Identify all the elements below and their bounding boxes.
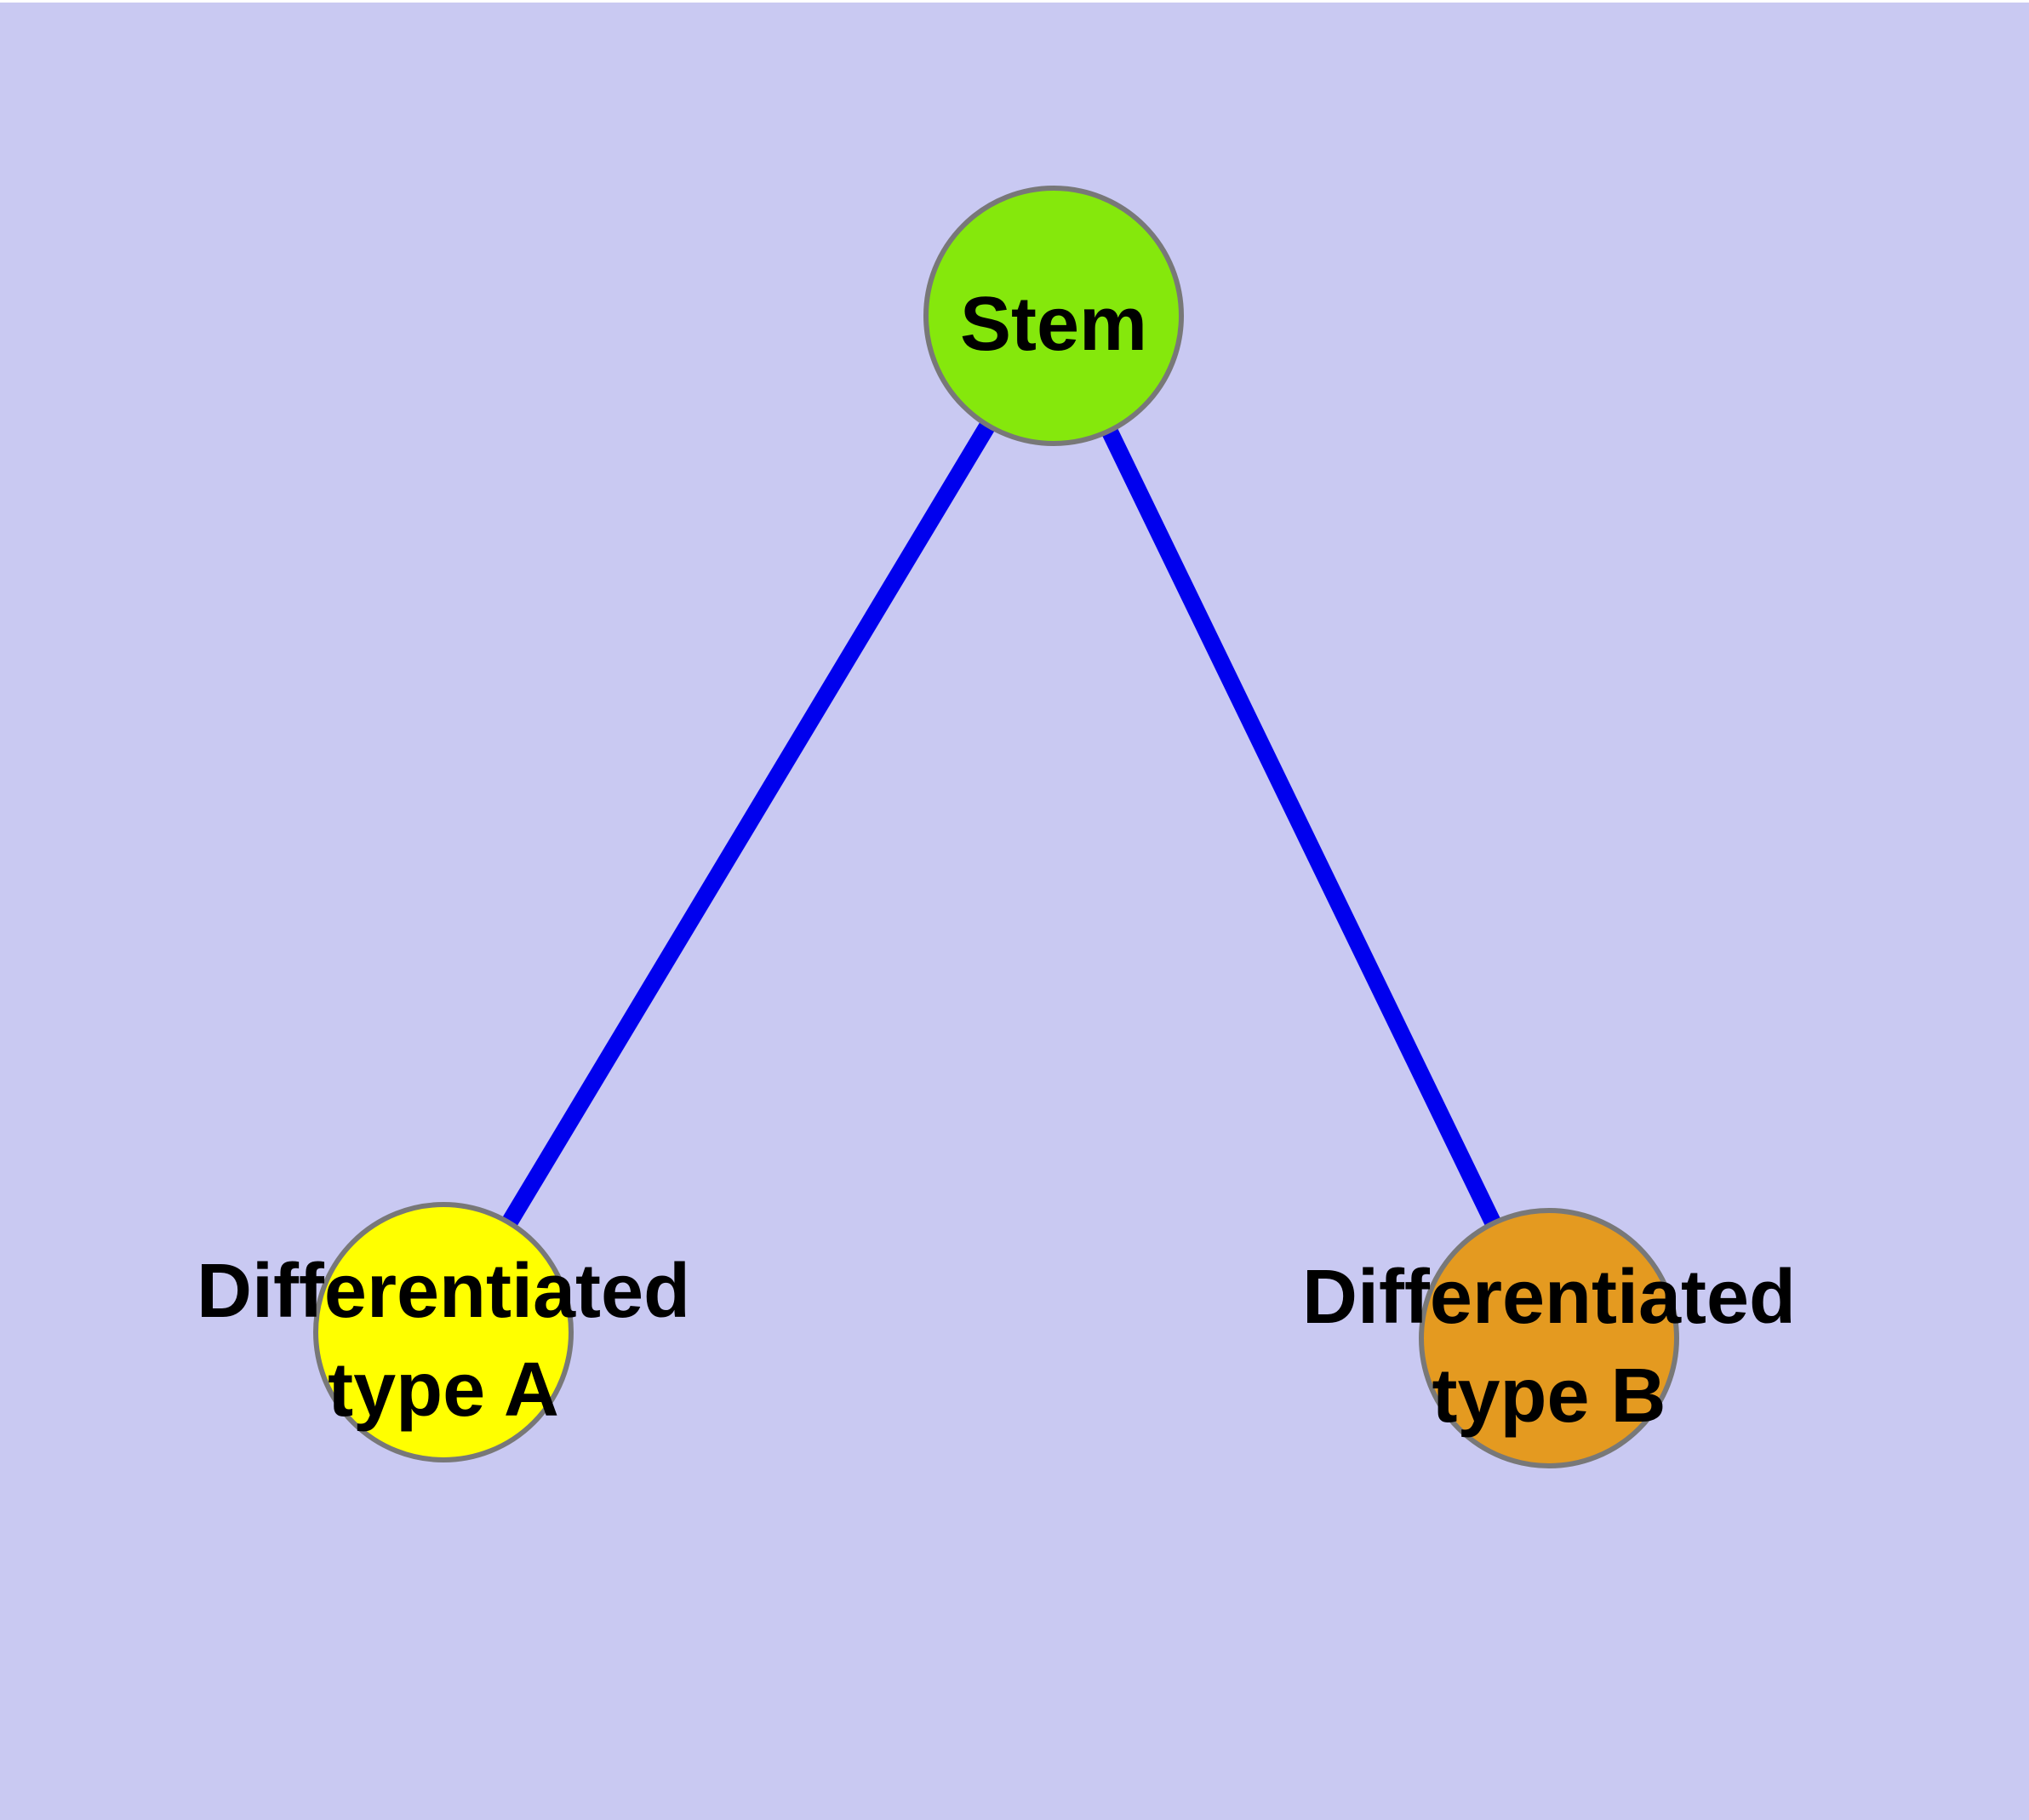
- edge-stem-diff-a: [436, 311, 1061, 1337]
- edges-layer: [436, 311, 1557, 1342]
- node-diff-a-circle: [313, 1202, 574, 1462]
- node-diff-a-label-line2: type A: [328, 1348, 559, 1433]
- node-diff-b-circle: [1419, 1208, 1679, 1468]
- node-diff-a-label-line1: Differentiated: [197, 1249, 690, 1334]
- top-margin-strip: [0, 0, 2029, 3]
- node-diff-b-label-line1: Differentiated: [1302, 1255, 1796, 1340]
- node-stem-circle: [923, 186, 1184, 446]
- nodes-layer: [313, 186, 1679, 1468]
- node-diff-b-label-line2: type B: [1432, 1354, 1666, 1439]
- edge-stem-diff-b: [1046, 312, 1557, 1342]
- node-stem-label-line1: Stem: [960, 282, 1147, 367]
